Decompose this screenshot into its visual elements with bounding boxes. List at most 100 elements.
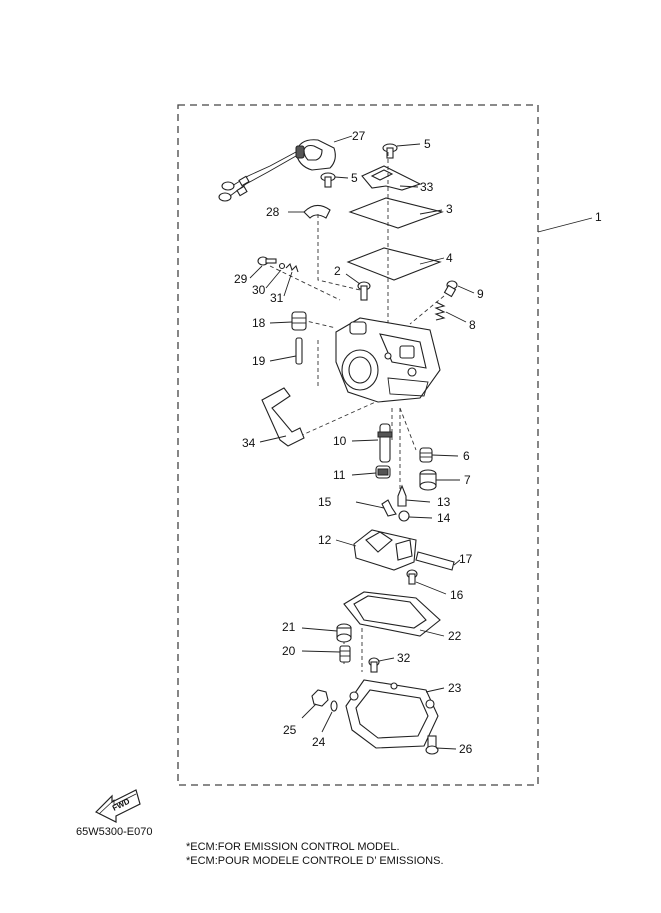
leader-33 — [399, 185, 419, 188]
part-12-float — [353, 529, 417, 571]
leader-29 — [249, 265, 263, 279]
guide-line-18 — [301, 319, 337, 329]
part-8-spring — [434, 301, 446, 321]
leader-21 — [301, 627, 338, 632]
assembly-frame — [177, 104, 539, 786]
part-5-screw-left — [320, 172, 336, 188]
callout-14: 14 — [437, 511, 451, 525]
leader-24 — [321, 711, 333, 733]
part-17-float-pin — [415, 551, 455, 571]
callout-25: 25 — [283, 723, 297, 737]
part-9-screw — [443, 280, 458, 298]
callout-9: 9 — [477, 287, 484, 301]
callout-10: 10 — [333, 434, 347, 448]
part-3-gasket — [348, 197, 444, 229]
leader-13 — [405, 499, 431, 503]
leader-20 — [301, 650, 341, 653]
callout-1: 1 — [595, 210, 602, 224]
leader-26 — [435, 747, 457, 750]
callout-23: 23 — [448, 681, 462, 695]
callout-30: 30 — [252, 283, 266, 297]
leader-15 — [355, 501, 385, 509]
callout-3: 3 — [446, 202, 453, 216]
callout-8: 8 — [469, 318, 476, 332]
part-24-o-ring — [330, 700, 338, 712]
note-ecm-fr: *ECM:POUR MODELE CONTROLE D’ EMISSIONS. — [186, 855, 444, 867]
callout-6: 6 — [463, 449, 470, 463]
callout-12: 12 — [318, 533, 332, 547]
callout-20: 20 — [282, 644, 296, 658]
callout-31: 31 — [270, 291, 284, 305]
carburetor-body — [335, 317, 441, 403]
part-23-float-bowl — [345, 679, 439, 749]
callout-11: 11 — [333, 468, 346, 482]
callout-4: 4 — [446, 251, 453, 265]
leader-30 — [265, 269, 282, 289]
callout-16: 16 — [450, 588, 464, 602]
part-20-screw — [339, 645, 351, 663]
callout-18: 18 — [252, 316, 266, 330]
leader-31 — [283, 271, 293, 297]
part-22-gasket-inner — [353, 595, 427, 629]
leader-11 — [351, 472, 377, 476]
leader-14 — [408, 516, 433, 519]
part-18-plug — [291, 311, 307, 331]
leader-10 — [351, 439, 379, 442]
part-4-plate — [346, 247, 442, 281]
callout-28: 28 — [266, 205, 280, 219]
leader-18 — [269, 321, 293, 324]
part-31-spring — [285, 262, 299, 273]
guide-line-9 — [409, 295, 445, 325]
leader-16 — [415, 581, 447, 595]
guide-line-left — [317, 214, 361, 291]
part-10-nozzle — [377, 423, 393, 463]
leader-4 — [419, 257, 445, 265]
part-30-washer — [278, 262, 286, 270]
callout-15: 15 — [318, 495, 332, 509]
part-14-pin — [398, 510, 410, 522]
callout-5-left: 5 — [351, 171, 358, 185]
part-32-screw — [368, 657, 380, 673]
callout-27: 27 — [352, 129, 366, 143]
leader-34 — [259, 435, 287, 443]
callout-2: 2 — [334, 264, 341, 278]
callout-5-top: 5 — [424, 137, 431, 151]
note-ecm-en: *ECM:FOR EMISSION CONTROL MODEL. — [186, 841, 400, 853]
part-25-drain-screw — [311, 689, 329, 707]
leader-6 — [431, 454, 459, 457]
leader-22 — [419, 629, 445, 637]
callout-13: 13 — [437, 495, 451, 509]
leader-27 — [333, 135, 353, 143]
part-27-solenoid — [218, 139, 336, 202]
guide-line-6 — [399, 407, 417, 451]
leader-12 — [335, 539, 357, 547]
leader-19 — [269, 355, 297, 362]
part-5-screw-top — [382, 143, 398, 159]
leader-2 — [345, 273, 361, 285]
leader-8 — [445, 311, 467, 323]
part-6-jet — [419, 447, 433, 463]
part-11-jet — [375, 465, 391, 479]
fwd-arrow-icon: FWD — [94, 789, 141, 823]
leader-17 — [453, 559, 461, 566]
part-21-plug — [336, 623, 352, 643]
part-19-pin — [295, 337, 303, 365]
part-13-needle-valve — [397, 484, 407, 507]
callout-33: 33 — [420, 180, 434, 194]
part-2-screw — [357, 281, 371, 301]
callout-21: 21 — [282, 620, 296, 634]
guide-line-34 — [299, 399, 381, 437]
part-33-clamp — [361, 165, 422, 191]
callout-34: 34 — [242, 436, 256, 450]
callout-26: 26 — [459, 742, 473, 756]
leader-9 — [457, 285, 475, 294]
part-29-screw — [257, 256, 277, 266]
leader-5a — [396, 143, 421, 147]
part-26-screw — [425, 735, 439, 755]
leader-23 — [425, 687, 445, 693]
leader-32 — [378, 657, 395, 662]
drawing-code: 65W5300-E070 — [76, 826, 153, 838]
part-16-screw — [406, 569, 418, 585]
callout-29: 29 — [234, 272, 248, 286]
